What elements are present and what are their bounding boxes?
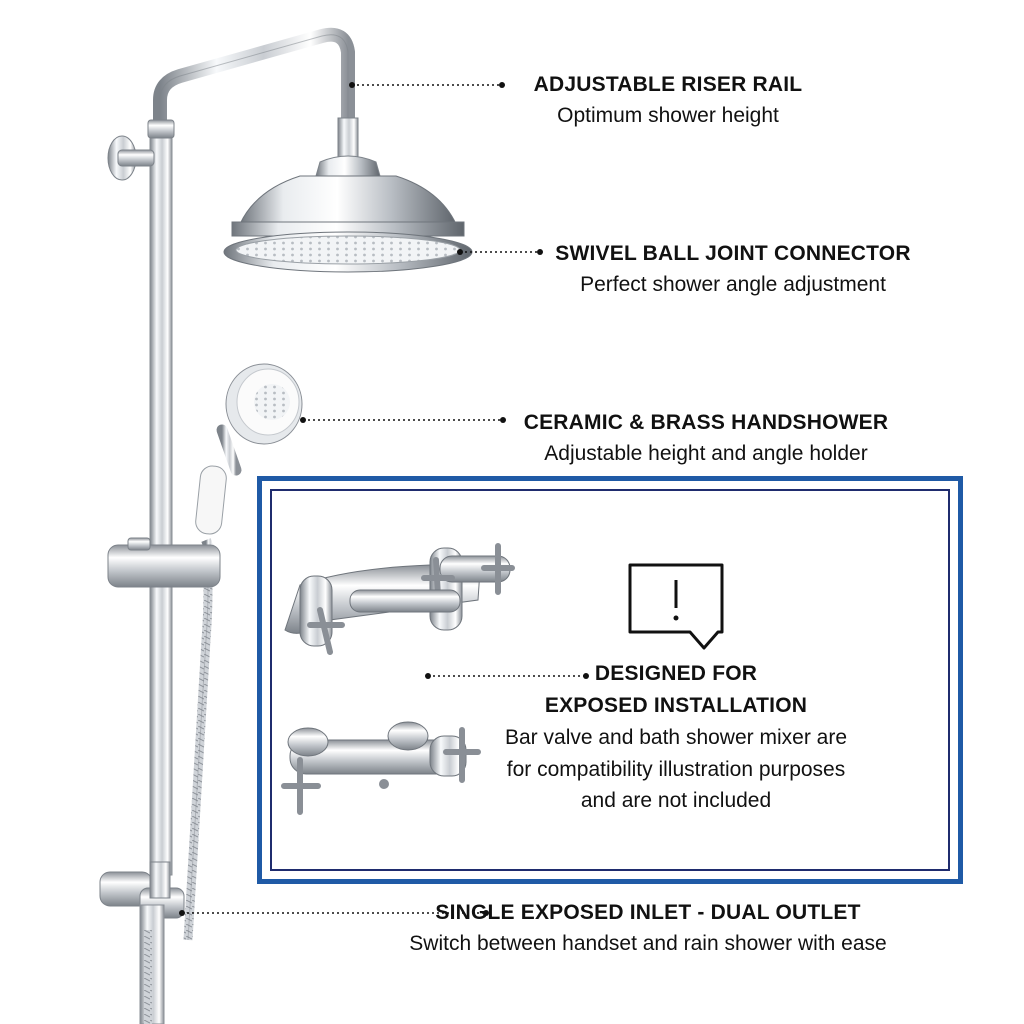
notice-panel-inner-border: [270, 489, 950, 871]
speech-bubble-exclamation-icon: [628, 563, 724, 650]
feature-inlet-outlet: SINGLE EXPOSED INLET - DUAL OUTLET Switc…: [360, 898, 936, 959]
notice-text: DESIGNED FOR EXPOSED INSTALLATION Bar va…: [466, 658, 886, 817]
feature-swivel-ball-joint: SWIVEL BALL JOINT CONNECTOR Perfect show…: [548, 239, 918, 300]
slider-holder: [107, 537, 221, 588]
feature-subtitle: Optimum shower height: [557, 104, 779, 127]
feature-title: CERAMIC & BRASS HANDSHOWER: [523, 411, 889, 434]
bath-shower-mixer: [284, 543, 515, 655]
riser-rail: [107, 27, 355, 876]
feature-handshower: CERAMIC & BRASS HANDSHOWER Adjustable he…: [510, 408, 902, 469]
feature-riser-rail: ADJUSTABLE RISER RAIL Optimum shower hei…: [518, 70, 818, 131]
feature-title: ADJUSTABLE RISER RAIL: [533, 73, 803, 96]
bar-valve: [281, 721, 481, 815]
notice-body-line2: for compatibility illustration purposes: [506, 757, 846, 781]
notice-body-line3: and are not included: [580, 789, 772, 812]
handshower: [183, 363, 303, 941]
notice-title-line2: EXPOSED INSTALLATION: [544, 694, 808, 717]
feature-subtitle: Perfect shower angle adjustment: [580, 273, 886, 296]
feature-title: SWIVEL BALL JOINT CONNECTOR: [555, 242, 911, 265]
feature-title: SINGLE EXPOSED INLET - DUAL OUTLET: [435, 901, 861, 924]
notice-panel: [257, 476, 963, 884]
shower-head: [223, 117, 473, 273]
leader-lines: [179, 82, 589, 916]
feature-subtitle: Adjustable height and angle holder: [544, 442, 868, 465]
notice-title-line1: DESIGNED FOR: [594, 662, 758, 685]
notice-body-line1: Bar valve and bath shower mixer are: [505, 726, 847, 749]
diverter-inlet: [99, 861, 185, 1024]
feature-subtitle: Switch between handset and rain shower w…: [409, 932, 887, 955]
